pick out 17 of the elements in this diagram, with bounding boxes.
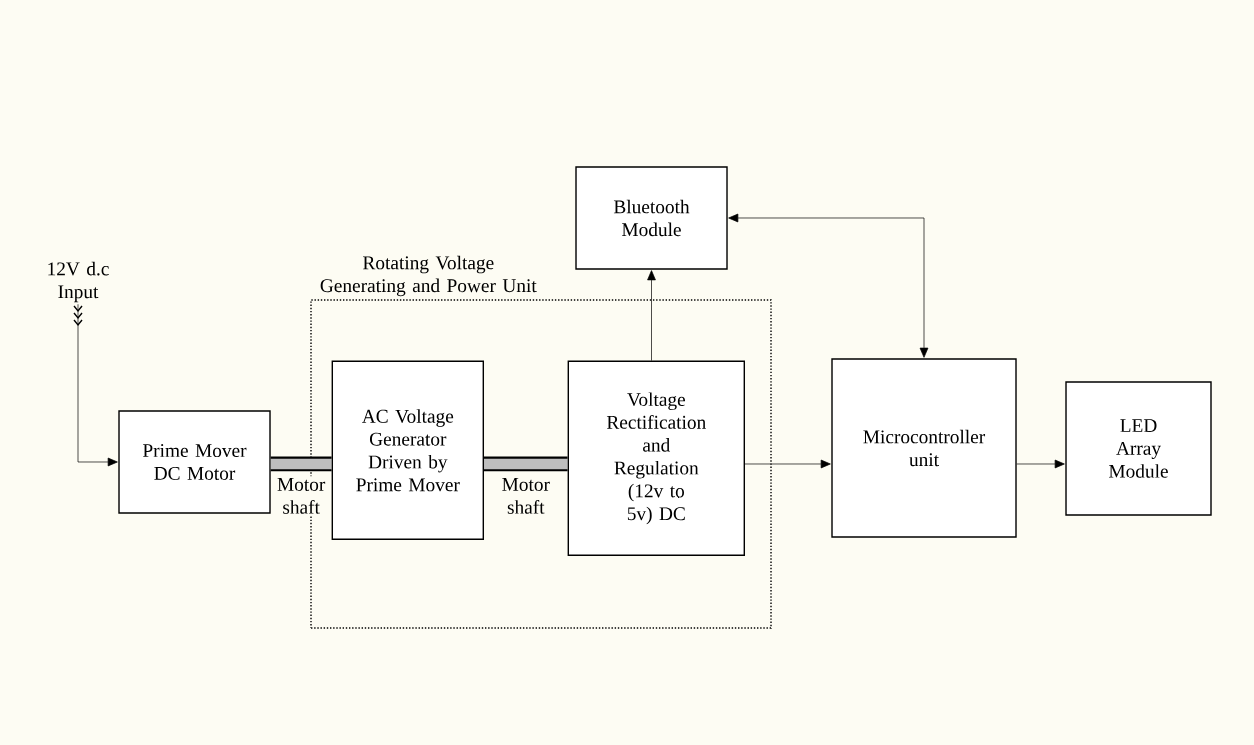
process-box: AC Voltage Generator Driven by Prime Mover — [331, 360, 484, 540]
process-box: Voltage Rectification and Regulation (12v to 5v) DC — [567, 360, 745, 556]
arrow — [744, 459, 831, 469]
group-title: Rotating Voltage Generating and Power Unit — [320, 255, 537, 297]
arrow — [77, 303, 118, 467]
edge-label: Motor shaft — [271, 476, 331, 516]
edge-label: Motor shaft — [496, 476, 556, 516]
shaft — [484, 456, 568, 472]
shaft — [270, 456, 332, 472]
process-box: Prime Mover DC Motor — [118, 410, 271, 514]
arrow — [1016, 459, 1065, 469]
arrow — [728, 213, 929, 358]
process-box: Microcontroller unit — [831, 358, 1017, 538]
input-label: 12V d.c Input — [48, 261, 109, 303]
module-box: LED Array Module — [1065, 381, 1212, 516]
module-box: Bluetooth Module — [575, 166, 728, 270]
arrow — [647, 270, 656, 361]
